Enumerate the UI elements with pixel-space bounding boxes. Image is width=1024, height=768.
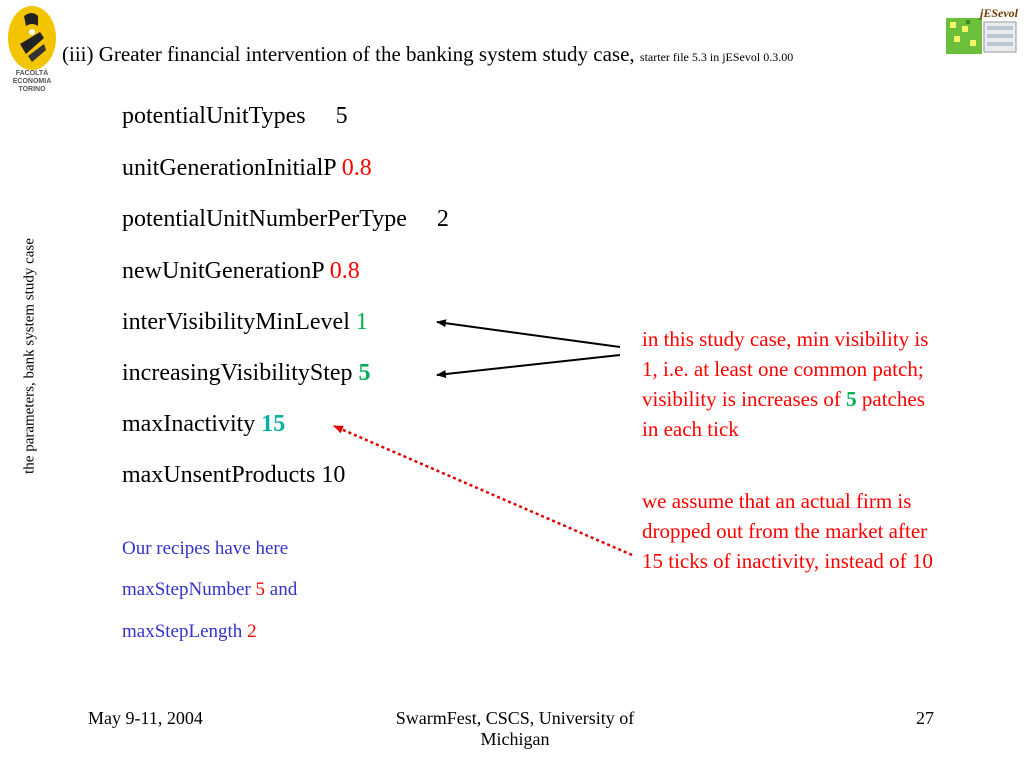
slide-title-main: (iii) Greater financial intervention of …: [62, 42, 635, 66]
faculty-caption-line: TORINO: [18, 86, 46, 93]
arrow-to-min-level: [436, 319, 621, 348]
faculty-caption-line: FACOLTÀ: [15, 70, 49, 77]
param-value: 10: [321, 462, 346, 488]
note-visibility: in this study case, min visibility is 1,…: [642, 324, 942, 444]
param-line: increasingVisibilityStep 5: [122, 360, 371, 387]
recipe-value: 5: [255, 579, 266, 600]
recipe-line-length: maxStepLength 2: [122, 621, 257, 643]
recipe-label: maxStepLength: [122, 621, 243, 642]
param-line: newUnitGenerationP 0.8: [122, 258, 360, 285]
recipe-intro: Our recipes have here: [122, 538, 289, 559]
param-line: interVisibilityMinLevel 1: [122, 309, 368, 336]
param-name: newUnitGenerationP: [122, 258, 324, 284]
param-name: unitGenerationInitialP: [122, 155, 336, 181]
slide-title-note: starter file 5.3 in jESevol 0.3.00: [639, 50, 794, 64]
param-line: maxUnsentProducts 10: [122, 462, 345, 489]
param-value: 0.8: [329, 258, 360, 284]
param-value: 1: [355, 309, 368, 335]
recipe-value: 2: [247, 621, 257, 642]
jesevol-title: jESevol: [980, 6, 1018, 20]
recipe-line-steps: maxStepNumber 5 and: [122, 579, 297, 601]
slide-title: (iii) Greater financial intervention of …: [62, 42, 793, 67]
param-name: maxUnsentProducts: [122, 462, 316, 488]
param-name: increasingVisibilityStep: [122, 360, 353, 386]
faculty-logo: [4, 4, 60, 96]
param-line: unitGenerationInitialP 0.8: [122, 155, 372, 182]
footer-page-number: 27: [916, 708, 934, 728]
param-value: 5: [335, 103, 348, 129]
footer-date: May 9-11, 2004: [88, 708, 203, 728]
footer-venue: SwarmFest, CSCS, University of Michigan: [395, 708, 635, 749]
faculty-caption-line: ECONOMIA: [12, 78, 52, 85]
param-name: maxInactivity: [122, 411, 256, 437]
param-line: potentialUnitTypes 5: [122, 103, 348, 130]
note-inactivity: we assume that an actual firm is dropped…: [642, 489, 933, 573]
param-name: potentialUnitNumberPerType: [122, 206, 407, 232]
param-value: 0.8: [341, 155, 372, 181]
param-value: 15: [261, 411, 286, 437]
jesevol-grid-icon: [946, 18, 1017, 54]
param-line: maxInactivity 15: [122, 411, 285, 438]
param-name: potentialUnitTypes: [122, 103, 306, 129]
recipe-label: maxStepNumber: [122, 579, 251, 600]
faculty-caption: FACOLTÀ ECONOMIA TORINO: [0, 70, 64, 94]
param-line: potentialUnitNumberPerType 2: [122, 206, 449, 233]
param-value: 2: [436, 206, 449, 232]
note-visibility-tail: patches in each tick: [642, 387, 925, 441]
jesevol-logo: [944, 6, 1018, 56]
recipe-conjunction: and: [269, 579, 298, 600]
note-visibility-value: 5: [846, 387, 857, 411]
param-value: 5: [358, 360, 371, 386]
param-name: interVisibilityMinLevel: [122, 309, 350, 335]
note-visibility-text: in this study case, min visibility is 1,…: [642, 327, 929, 411]
arrow-to-visibility-step: [436, 354, 621, 378]
faculty-emblem-icon: [8, 6, 56, 70]
arrow-to-max-inactivity: [333, 424, 633, 557]
